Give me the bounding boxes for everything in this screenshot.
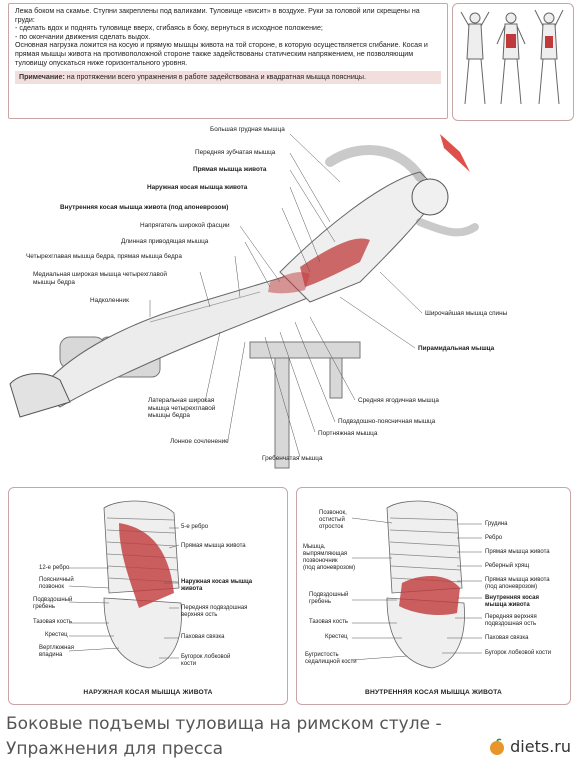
page-caption: Боковые подъемы туловища на римском стул… (6, 714, 442, 759)
external-oblique-skeleton (68, 500, 182, 669)
label-inguinal-ligament-right: Паховая связка (485, 635, 529, 641)
label-sacrum-left: Крестец (45, 632, 68, 638)
muscle-map-thumbnail (452, 3, 574, 121)
label-costal-cartilage: Реберный хрящ (485, 563, 530, 569)
label-pubic-tubercle-right: Бугорок лобковой кости (485, 650, 552, 656)
label-iliac-crest-right: Подвздошный гребень (309, 592, 349, 605)
label-rectus-right: Прямая мышца живота (485, 549, 550, 555)
label-vertebra-spinous: Позвонок, остистый отросток (319, 510, 347, 530)
note-label: Примечание: (19, 73, 65, 82)
label-pyramidalis: Пирамидальная мышца (418, 345, 495, 352)
label-internal-oblique: Внутренняя косая мышца живота (под апоне… (60, 204, 229, 211)
internal-oblique-skeleton (351, 500, 482, 669)
label-patella: Надколенник (90, 297, 129, 304)
roman-chair-figure (9, 133, 479, 469)
external-oblique-panel-title: НАРУЖНАЯ КОСАЯ МЫШЦА ЖИВОТА (83, 689, 213, 696)
label-pubic-tubercle-left: Бугорок лобковой кости (181, 654, 231, 667)
label-internal-oblique-panel: Внутренняя косая мышца живота (485, 595, 539, 608)
note-text: на протяжении всего упражнения в работе … (64, 73, 366, 82)
label-pelvis-right: Тазовая кость (309, 619, 348, 625)
label-external-oblique: Наружная косая мышца живота (147, 184, 248, 191)
label-rectus-aponeurosis: Прямая мышца живота (под апоневрозом) (485, 577, 550, 590)
main-illustration: Большая грудная мышца Передняя зубчатая … (0, 122, 579, 480)
label-ant-spine-right: Передняя верхняя подвздошная ость (485, 614, 537, 627)
label-tensor-fascia-latae: Напрягатель широкой фасции (140, 222, 230, 229)
label-rectus-femoris: Четырехглавая мышца бедра, прямая мышца … (26, 253, 182, 260)
label-vastus-medialis: Медиальная широкая мышца четырехглавой м… (33, 271, 167, 286)
label-rib: Ребро (485, 535, 503, 541)
label-rib-5: 5-е ребро (181, 524, 209, 530)
label-serratus-anterior: Передняя зубчатая мышца (195, 149, 276, 156)
note-box: Примечание: на протяжении всего упражнен… (15, 71, 441, 84)
instruction-text: Лежа боком на скамье. Ступни закреплены … (15, 7, 428, 67)
label-ischial-tuberosity: Бугристость седалищной кости (305, 652, 357, 665)
site-logo[interactable]: diets.ru (488, 737, 571, 756)
apple-icon (490, 738, 505, 755)
label-inguinal-ligament-left: Паховая связка (181, 634, 225, 640)
label-iliopsoas: Подвздошно-поясничная мышца (338, 418, 436, 425)
direction-arrow-icon (440, 134, 470, 172)
label-lumbar-vertebra: Поясничный позвонок (39, 577, 74, 590)
label-acetabulum: Вертлюжная впадина (39, 645, 75, 658)
label-latissimus-dorsi: Широчайшая мышца спины (425, 310, 508, 317)
label-sacrum-right: Крестец (325, 634, 348, 640)
label-adductor-longus: Длинная приводящая мышца (121, 238, 209, 245)
label-pelvis-left: Тазовая кость (33, 619, 72, 625)
label-vastus-lateralis: Латеральная широкая мышца четырехглавой … (148, 397, 216, 419)
label-sartorius: Портняжная мышца (318, 430, 378, 437)
label-rectus-left: Прямая мышца живота (181, 543, 246, 549)
label-external-oblique-panel: Наружная косая мышца живота (181, 579, 253, 592)
label-rectus-abdominis: Прямая мышца живота (193, 166, 267, 173)
logo-text: diets.ru (510, 737, 571, 756)
label-pubic-symphysis: Лонное сочленение (170, 438, 229, 445)
label-erector-spinae: Мышца, выпрямляющая позвоночник (под апо… (303, 544, 356, 571)
instruction-box: Лежа боком на скамье. Ступни закреплены … (8, 3, 448, 119)
label-iliac-crest-left: Подвздошный гребень (33, 597, 73, 610)
external-oblique-panel: 5-е ребро Прямая мышца живота 12-е ребро… (8, 487, 288, 705)
internal-oblique-panel: Позвонок, остистый отросток Мышца, выпря… (296, 487, 571, 705)
label-gluteus-medius: Средняя ягодичная мышца (358, 397, 439, 404)
internal-oblique-panel-title: ВНУТРЕННЯЯ КОСАЯ МЫШЦА ЖИВОТА (365, 689, 502, 696)
label-rib-12: 12-е ребро (39, 565, 70, 571)
label-ant-spine-left: Передняя подвздошная верхняя ость (181, 605, 248, 618)
label-sternum: Грудина (485, 521, 508, 527)
standing-figures-illustration (460, 9, 564, 105)
label-pectoralis-major: Большая грудная мышца (210, 126, 285, 133)
label-pectineus: Гребенчатая мышца (262, 455, 323, 462)
